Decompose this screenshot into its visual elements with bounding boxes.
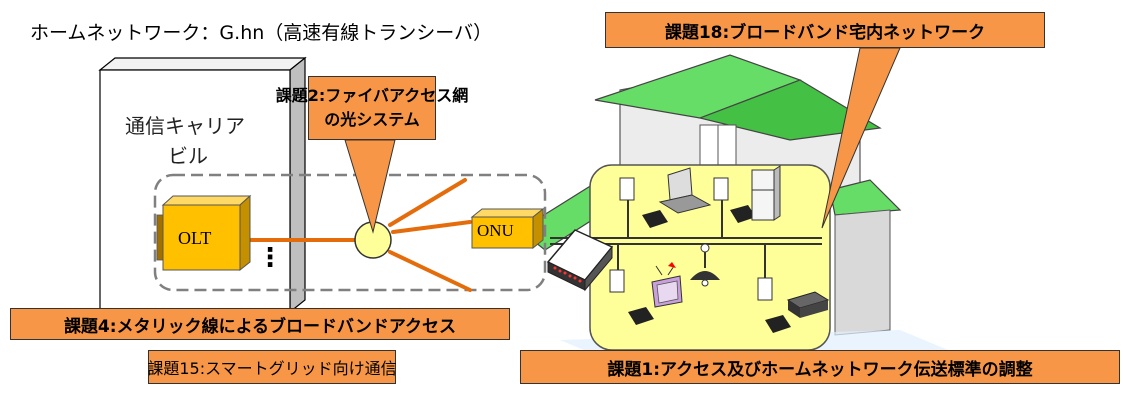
building-label-line1: 通信キャリア [125,114,245,138]
callout-topic2: 課題2:ファイバアクセス網 の光システム [276,76,468,140]
olt-device [156,194,252,272]
callout-topic4: 課題4:メタリック線によるブロードバンドアクセス [10,308,510,340]
carrier-building [98,56,307,314]
olt-label: OLT [178,228,212,248]
callout-topic1: 課題1:アクセス及びホームネットワーク伝送標準の調整 [520,350,1120,384]
home-devices [609,165,830,333]
building-label-line2: ビル [168,144,208,168]
plc-adapter-icon [730,205,756,223]
outlet-icon [609,269,625,293]
callout-topic15: 課題15:スマートグリッド向け通信 [147,350,397,384]
plc-adapter-icon [765,315,791,333]
outlet-icon [713,177,729,201]
access-network-boundary [153,173,547,292]
plc-adapter-icon [642,210,668,228]
onu-device [470,207,545,250]
page-title: ホームネットワーク：G.hn（高速有線トランシーバ） [30,22,493,44]
outlet-icon [619,177,635,201]
lamp-icon [690,271,720,280]
callout-pointers [344,47,901,234]
callout-topic2-line1: 課題2:ファイバアクセス網 [275,86,469,105]
topic18-pointer [821,47,901,229]
plc-adapter-icon [628,307,654,325]
upper-roof-right [697,79,882,141]
outlet-icon [757,277,773,301]
fiber-lines [248,178,472,292]
router-icon [546,229,614,292]
callout-topic18: 課題18:ブロードバンド宅内ネットワーク [605,12,1045,48]
callout-topic2-line2: の光システム [324,110,420,129]
onu-label: ONU [477,221,514,240]
more-ports-ellipsis: ⋮ [257,243,283,273]
refrigerator-icon [751,169,775,221]
topic2-pointer [344,139,396,234]
